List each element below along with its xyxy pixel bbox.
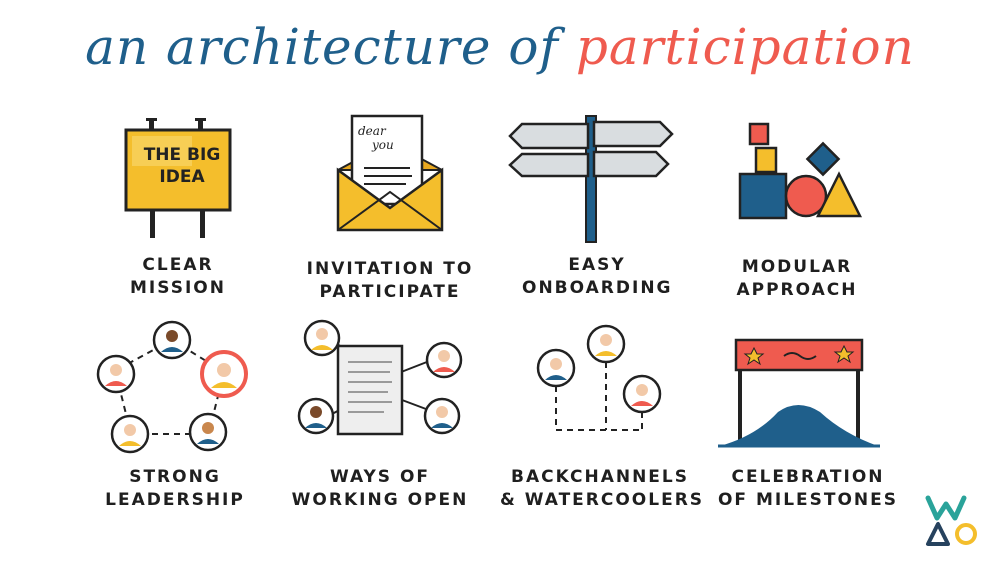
letter-text-you: you xyxy=(372,138,394,152)
caption-strong-leadership: STRONG LEADERSHIP xyxy=(100,466,250,512)
title-part-1: an architecture of xyxy=(85,18,559,76)
caption-line: MODULAR xyxy=(741,257,853,277)
caption-line: CLEAR xyxy=(142,255,214,275)
backchannels-icon xyxy=(536,324,662,431)
caption-celebration: CELEBRATION OF MILESTONES xyxy=(708,466,908,512)
envelope-letter-icon xyxy=(336,114,444,232)
sign-text-line1: THE BIG xyxy=(143,145,221,165)
brand-logo-icon xyxy=(925,495,977,546)
celebration-banner-icon xyxy=(718,338,880,448)
caption-invitation: INVITATION TO PARTICIPATE xyxy=(300,258,480,304)
caption-line: BACKCHANNELS xyxy=(510,467,689,487)
caption-line: PARTICIPATE xyxy=(319,282,461,302)
caption-backchannels: BACKCHANNELS & WATERCOOLERS xyxy=(500,466,705,512)
modular-blocks-icon xyxy=(738,122,863,220)
leadership-network-icon xyxy=(96,320,248,454)
caption-line: CELEBRATION xyxy=(731,467,885,487)
caption-line: & WATERCOOLERS xyxy=(500,490,705,510)
caption-line: APPROACH xyxy=(736,280,858,300)
caption-line: MISSION xyxy=(130,278,226,298)
caption-line: WORKING OPEN xyxy=(291,490,469,510)
page-title: an architecture of participation xyxy=(0,18,1000,76)
title-part-2: participation xyxy=(575,18,915,76)
caption-clear-mission: CLEAR MISSION xyxy=(108,254,248,300)
caption-line: INVITATION TO xyxy=(306,259,474,279)
caption-line: LEADERSHIP xyxy=(105,490,245,510)
caption-working-open: WAYS OF WORKING OPEN xyxy=(290,466,470,512)
caption-line: ONBOARDING xyxy=(522,278,673,298)
caption-line: EASY xyxy=(568,255,626,275)
caption-line: OF MILESTONES xyxy=(717,490,899,510)
caption-modular-approach: MODULAR APPROACH xyxy=(722,256,872,302)
working-open-document-icon xyxy=(297,319,463,436)
signpost-icon xyxy=(508,115,674,243)
caption-line: STRONG xyxy=(129,467,221,487)
sign-text-line2: IDEA xyxy=(159,167,205,187)
letter-text-dear: dear xyxy=(358,124,386,138)
big-idea-sign-icon xyxy=(124,118,232,238)
sign-text: THE BIG IDEA xyxy=(136,144,228,188)
caption-line: WAYS OF xyxy=(329,467,431,487)
caption-easy-onboarding: EASY ONBOARDING xyxy=(522,254,672,300)
